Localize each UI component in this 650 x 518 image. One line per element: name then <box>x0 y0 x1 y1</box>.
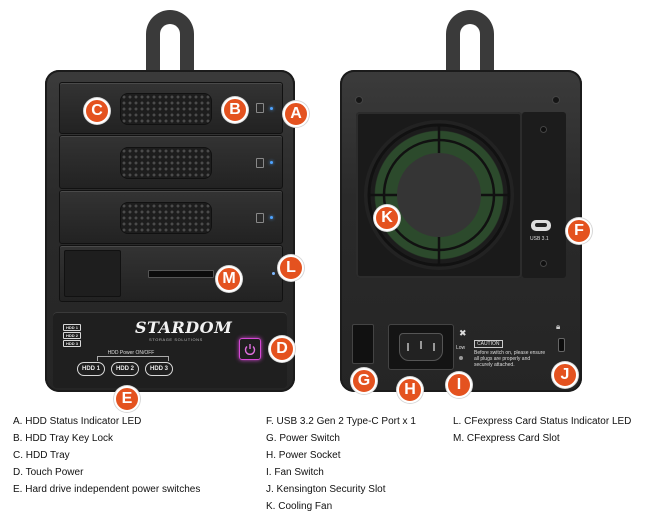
power-icon <box>244 344 256 355</box>
legend-column-3: L. CFexpress Card Status Indicator LED M… <box>453 416 631 450</box>
tray-3-grille <box>120 202 212 234</box>
tray-1-key-lock <box>256 103 264 113</box>
hdd-tray-2[interactable] <box>59 135 283 189</box>
legend-column-1: A. HDD Status Indicator LED B. HDD Tray … <box>13 416 200 501</box>
callout-G: G <box>351 368 377 394</box>
touch-power-button[interactable] <box>239 338 261 360</box>
callout-L: L <box>278 255 304 281</box>
legend-item-G: G. Power Switch <box>266 433 340 444</box>
callout-E: E <box>114 386 140 412</box>
panel-screw <box>540 260 547 267</box>
callout-C: C <box>84 98 110 124</box>
cfexpress-bay <box>59 245 283 302</box>
hdd-1-power-button[interactable]: HDD 1 <box>77 362 105 376</box>
fan-switch[interactable] <box>459 356 463 360</box>
legend-item-A: A. HDD Status Indicator LED <box>13 416 142 427</box>
brand-subtitle: STORAGE SOLUTIONS <box>149 337 203 342</box>
legend-item-I: I. Fan Switch <box>266 467 324 478</box>
lock-icon: 🔒︎ <box>556 322 561 331</box>
legend-item-K: K. Cooling Fan <box>266 501 333 512</box>
callout-B: B <box>222 97 248 123</box>
cfexpress-status-led <box>272 272 275 275</box>
legend-item-J: J. Kensington Security Slot <box>266 484 386 495</box>
hdd-tray-3[interactable] <box>59 190 283 244</box>
hdd-3-power-button[interactable]: HDD 3 <box>145 362 173 376</box>
usb-panel: USB 3.1 <box>522 112 566 278</box>
legend-item-D: D. Touch Power <box>13 467 84 478</box>
callout-I: I <box>446 372 472 398</box>
legend-column-2: F. USB 3.2 Gen 2 Type-C Port x 1 G. Powe… <box>266 416 416 518</box>
usb-c-port[interactable] <box>531 220 551 231</box>
legend-item-H: H. Power Socket <box>266 450 341 461</box>
cooling-fan <box>364 120 514 270</box>
callout-M: M <box>216 266 242 292</box>
caution-label: CAUTION Before switch on, please ensure … <box>474 332 546 368</box>
hdd-status-led-panel: HDD 1 HDD 2 HDD 3 <box>63 324 89 347</box>
tray-1-status-led <box>270 107 273 110</box>
tray-2-grille <box>120 147 212 179</box>
callout-A: A <box>283 101 309 127</box>
brand-logo: STARDOM <box>135 318 233 337</box>
tray-3-key-lock <box>256 213 264 223</box>
cfexpress-card-slot[interactable] <box>148 270 214 278</box>
status-led-label-1: HDD 1 <box>63 324 81 331</box>
hdd-power-bracket <box>97 356 169 361</box>
status-led-label-3: HDD 3 <box>63 340 81 347</box>
callout-H: H <box>397 377 423 403</box>
legend-item-M: M. CFexpress Card Slot <box>453 433 560 444</box>
tray-1-grille <box>120 93 212 125</box>
usb-label: USB 3.1 <box>530 236 549 242</box>
screw <box>552 96 560 104</box>
caution-title: CAUTION <box>474 340 503 348</box>
callout-F: F <box>566 218 592 244</box>
hdd-power-label: HDD Power ON/OFF <box>107 350 155 356</box>
caution-text: Before switch on, please ensure all plug… <box>474 350 546 368</box>
fan-switch-low-label: Low <box>456 345 466 351</box>
hdd-2-power-button[interactable]: HDD 2 <box>111 362 139 376</box>
legend-item-F: F. USB 3.2 Gen 2 Type-C Port x 1 <box>266 416 416 427</box>
tray-2-key-lock <box>256 158 264 168</box>
legend-item-C: C. HDD Tray <box>13 450 70 461</box>
fan-guard-icon <box>367 123 511 267</box>
power-switch[interactable] <box>352 324 374 364</box>
kensington-slot[interactable] <box>558 338 565 352</box>
power-socket <box>388 324 454 370</box>
tray-2-status-led <box>270 161 273 164</box>
panel-screw <box>540 126 547 133</box>
legend-item-L: L. CFexpress Card Status Indicator LED <box>453 416 632 427</box>
callout-J: J <box>552 362 578 388</box>
screw <box>355 96 363 104</box>
cfexpress-bay-door <box>64 250 121 297</box>
front-enclosure: HDD 1 HDD 2 HDD 3 STARDOM STORAGE SOLUTI… <box>45 70 295 392</box>
legend-item-B: B. HDD Tray Key Lock <box>13 433 114 444</box>
fan-switch-symbol: ✖ <box>459 328 467 338</box>
legend-item-E: E. Hard drive independent power switches <box>13 484 201 495</box>
callout-D: D <box>269 336 295 362</box>
front-control-panel: HDD 1 HDD 2 HDD 3 STARDOM STORAGE SOLUTI… <box>53 312 287 388</box>
cooling-fan-panel <box>356 112 522 278</box>
callout-K: K <box>374 205 400 231</box>
back-enclosure: USB 3.1 ✖ Low CAUTION Before switch on, … <box>340 70 582 392</box>
status-led-label-2: HDD 2 <box>63 332 81 339</box>
tray-3-status-led <box>270 216 273 219</box>
